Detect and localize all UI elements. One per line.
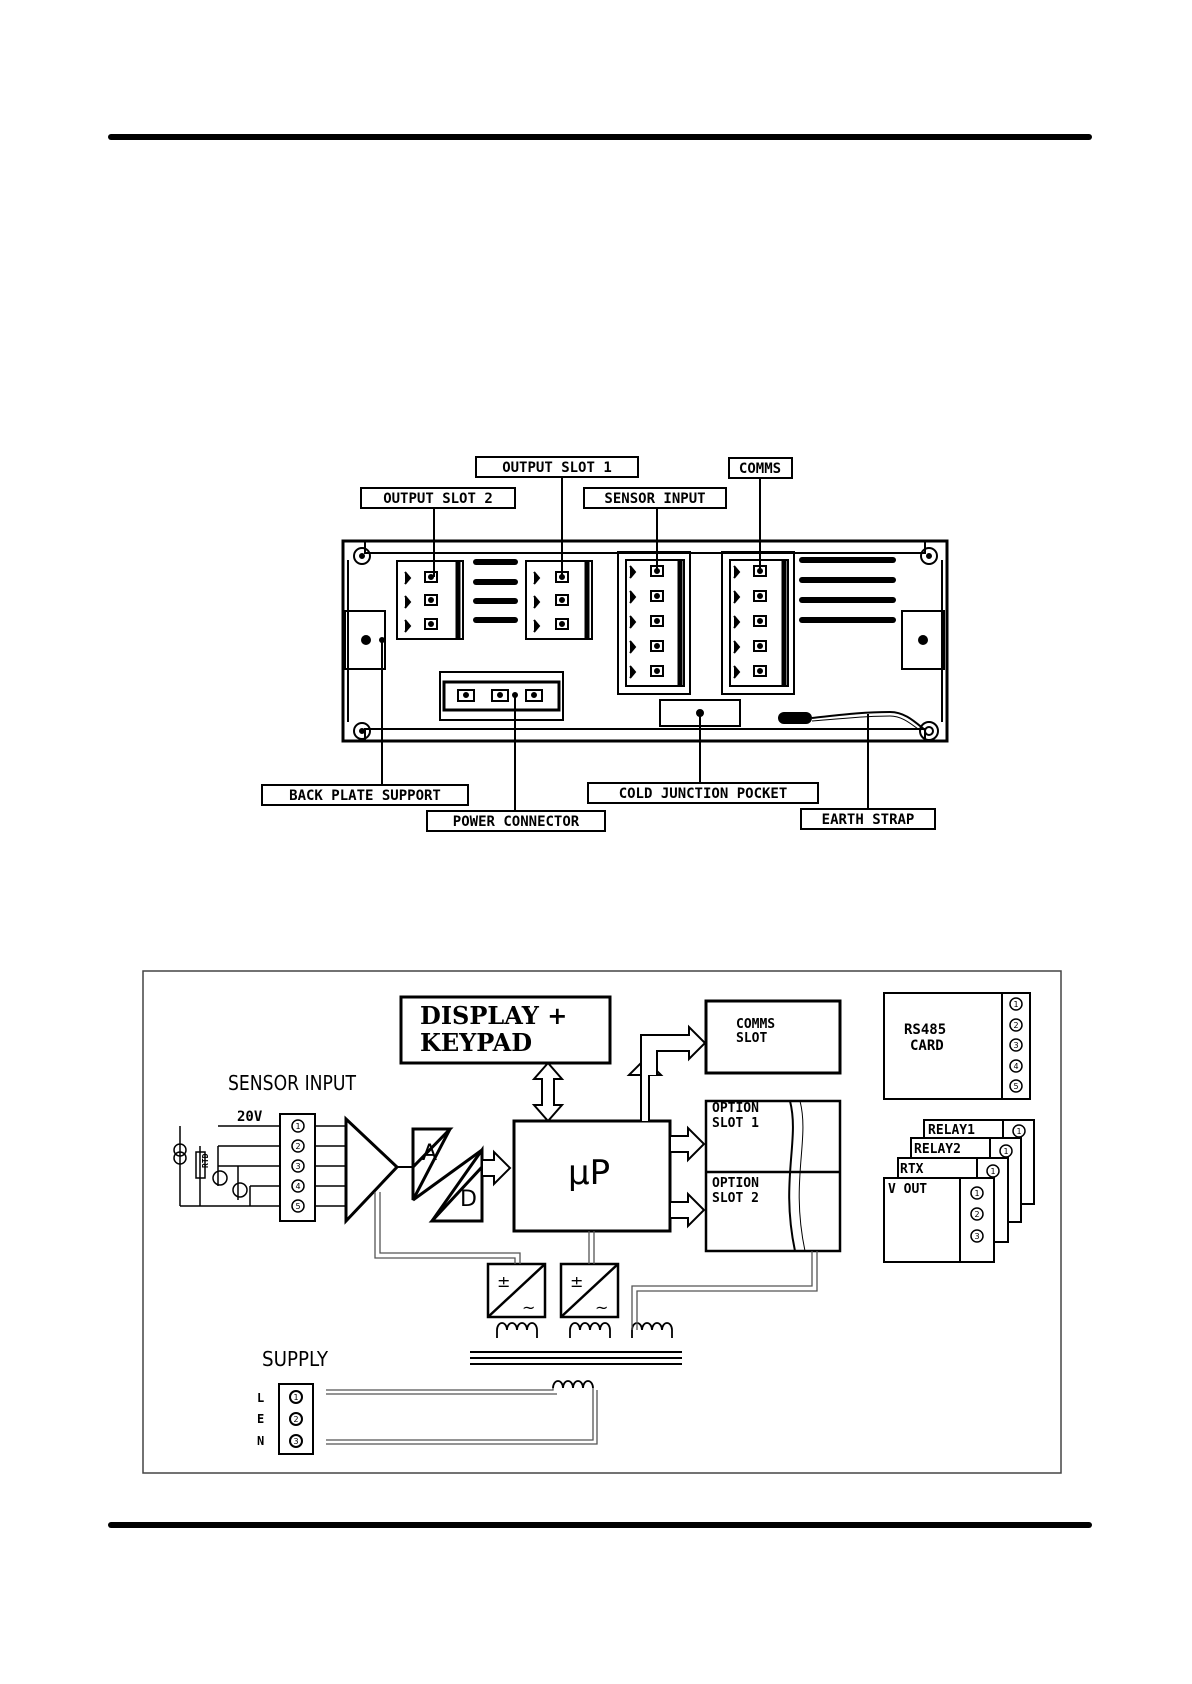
leader-dots [379,637,518,698]
label-back-plate-support: BACK PLATE SUPPORT [289,788,441,804]
comms-connector [722,552,794,694]
label-power-connector: POWER CONNECTOR [453,814,580,830]
psu2-plusminus: ± [570,1272,583,1291]
sensor-wiring [174,1126,346,1206]
option-slot2-line1: OPTION [712,1176,759,1191]
rs485-line2: CARD [910,1038,944,1054]
corner-screw-icon [354,548,938,740]
terminal-number: 3 [1013,1041,1018,1050]
supply-terminal-e: E [257,1412,264,1426]
terminal-number: 2 [1013,1021,1018,1030]
micro-label: µP [568,1153,610,1193]
output-slot-1-connector [526,561,592,639]
label-comms: COMMS [739,461,781,477]
relay1-label: RELAY1 [928,1123,975,1138]
voltage-20v: 20V [237,1109,263,1125]
display-keypad-line1: DISPLAY + [420,1001,567,1030]
terminal-number: 1 [974,1189,979,1198]
label-output-slot-1: OUTPUT SLOT 1 [502,460,612,476]
terminal-number: 1 [1003,1147,1008,1156]
terminal-number: 4 [295,1182,300,1191]
sensor-terminal-numbers: 1 2 3 4 5 [295,1122,300,1211]
label-earth-strap: EARTH STRAP [822,812,915,828]
back-plate-diagram [262,457,947,831]
adc-a: A [422,1141,437,1166]
display-keypad-line2: KEYPAD [420,1028,532,1057]
supply-heading: SUPPLY [262,1347,329,1371]
transformer-core [470,1352,682,1364]
vout-label: V OUT [888,1182,927,1197]
terminal-number: 2 [974,1210,979,1219]
terminal-number: 1 [1016,1127,1021,1136]
rtx-label: RTX [900,1162,924,1177]
psu2-ac: ~ [595,1298,608,1317]
terminal-number: 1 [293,1393,298,1402]
rs485-card [884,993,1030,1099]
terminal-number: 1 [1013,1000,1018,1009]
adc-d: D [460,1187,477,1212]
terminal-number: 2 [293,1415,298,1424]
label-sensor-input: SENSOR INPUT [604,491,705,507]
terminal-number: 2 [295,1142,300,1151]
label-boxes [262,457,935,831]
label-output-slot-2: OUTPUT SLOT 2 [383,491,493,507]
transformer-coils [497,1323,672,1388]
comms-slot-line2: SLOT [736,1031,767,1046]
sensor-input-connector [618,552,690,694]
sensor-input-heading: SENSOR INPUT [228,1071,357,1095]
supply-terminal-numbers: 1 2 3 [293,1393,298,1446]
terminal-number: 1 [990,1167,995,1176]
comms-slot-line1: COMMS [736,1017,775,1032]
comms-slot-block [706,1001,840,1073]
option-slot1-line2: SLOT 1 [712,1116,759,1131]
label-cold-junction-pocket: COLD JUNCTION POCKET [619,786,788,802]
terminal-number: 3 [974,1232,979,1241]
psu1-ac: ~ [522,1298,535,1317]
rs485-line1: RS485 [904,1022,946,1038]
terminal-number: 3 [293,1437,298,1446]
output-slot-2-connector [397,561,463,639]
terminal-number: 5 [1013,1082,1018,1091]
supply-terminal-n: N [257,1434,264,1448]
amplifier-triangle [346,1119,397,1221]
terminal-number: 3 [295,1162,300,1171]
terminal-number: 5 [295,1202,300,1211]
option-slot2-line2: SLOT 2 [712,1191,759,1206]
rtd-label: RTD [201,1153,210,1168]
option-slot1-line1: OPTION [712,1101,759,1116]
terminal-number: 4 [1013,1062,1018,1071]
supply-terminal-l: L [257,1391,264,1405]
rs485-terminal-numbers: 1 2 3 4 5 [1013,1000,1018,1091]
psu1-plusminus: ± [497,1272,510,1291]
relay2-label: RELAY2 [914,1142,961,1157]
terminal-number: 1 [295,1122,300,1131]
power-connector [440,672,563,720]
